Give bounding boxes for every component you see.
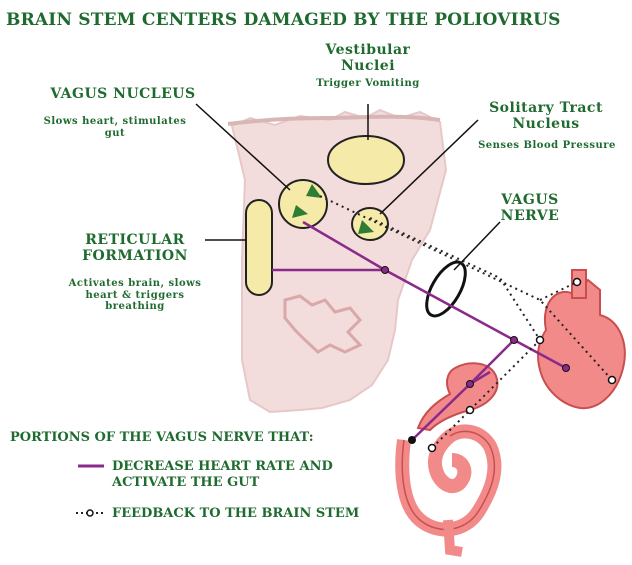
legend-heading: Portions of the vagus nerve that: [10, 430, 314, 445]
vagus-nerve-label: Vagus Nerve [488, 192, 572, 224]
feedback-node [609, 377, 616, 384]
solitary-function: Senses Blood Pressure [472, 140, 622, 152]
solitary-label: Solitary Tract Nucleus [466, 100, 626, 132]
intestine-shape [402, 431, 494, 529]
legend-item-motor: Decrease heart rate and activate the gut [112, 459, 352, 492]
vestibular-function: Trigger Vomiting [312, 78, 424, 90]
legend-dotted-node [87, 510, 93, 516]
feedback-node [537, 337, 544, 344]
vagus-nucleus-function: Slows heart, stimulates gut [40, 116, 190, 139]
reticular-label: Reticular Formation [70, 232, 200, 264]
vagus-nucleus-label: Vagus NUCLEUS [20, 86, 226, 102]
feedback-node [467, 407, 474, 414]
motor-node [382, 267, 389, 274]
legend-item-feedback: Feedback to the brain stem [112, 506, 359, 522]
heart-icon [538, 280, 625, 408]
motor-node [408, 436, 416, 444]
leader-line-vagus-nerve [454, 222, 500, 270]
reticular-function: Activates brain, slows heart & triggers … [60, 278, 210, 313]
motor-node [563, 365, 570, 372]
motor-node [511, 337, 518, 344]
vestibular-label: Vestibular Nuclei [306, 42, 430, 74]
motor-node [467, 381, 474, 388]
reticular-formation-shape [246, 200, 272, 295]
vestibular-nuclei-shape [328, 136, 404, 184]
feedback-node [574, 279, 581, 286]
feedback-node [429, 445, 436, 452]
